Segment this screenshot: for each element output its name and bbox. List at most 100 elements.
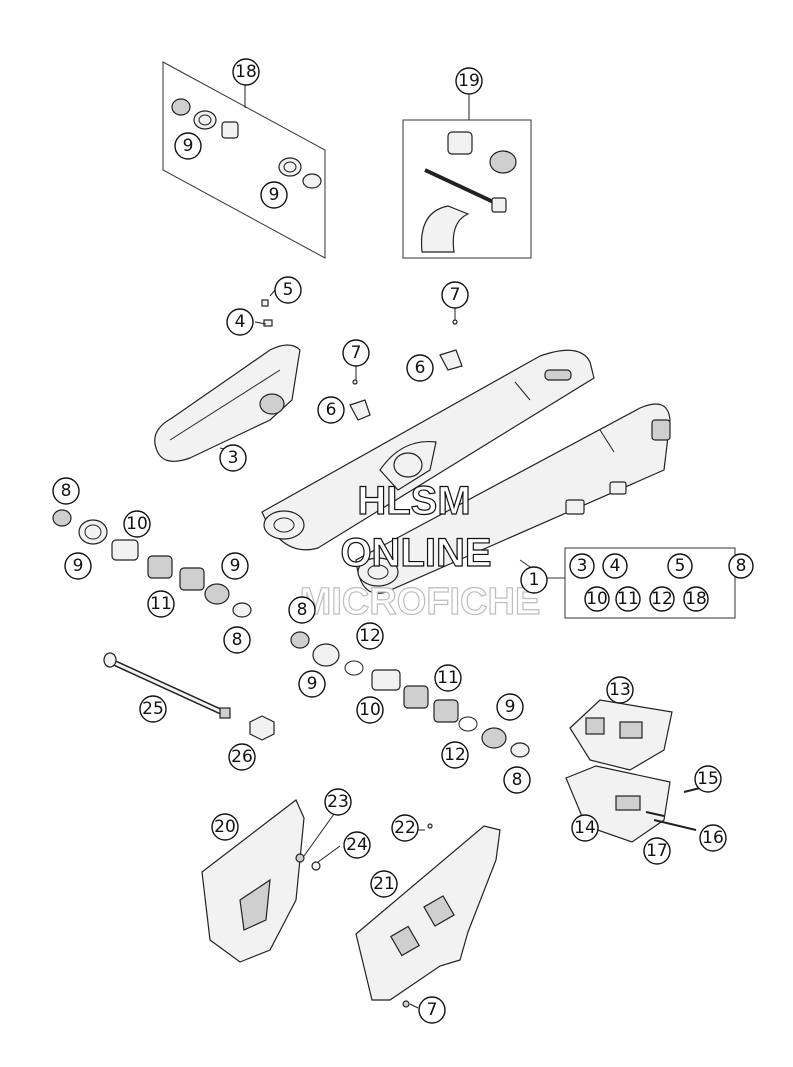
kit-box-item-3: 3 — [569, 553, 595, 579]
callout-15: 15 — [694, 765, 722, 793]
svg-text:11: 11 — [617, 589, 639, 609]
svg-text:MICROFICHE: MICROFICHE — [300, 581, 541, 623]
svg-text:8: 8 — [232, 630, 243, 650]
callout-11: 11 — [147, 590, 175, 618]
svg-text:9: 9 — [73, 556, 84, 576]
svg-text:20: 20 — [214, 817, 236, 837]
kit-box-frame — [519, 547, 736, 619]
callout-8: 8 — [288, 596, 316, 624]
callout-13: 13 — [606, 676, 634, 704]
svg-text:15: 15 — [697, 769, 719, 789]
svg-text:16: 16 — [702, 828, 724, 848]
svg-text:6: 6 — [415, 358, 426, 378]
svg-text:8: 8 — [736, 556, 747, 576]
svg-text:9: 9 — [505, 697, 516, 717]
callout-1: 1 — [520, 566, 548, 594]
svg-text:4: 4 — [610, 556, 621, 576]
callout-5: 5 — [274, 276, 302, 304]
chain-guard-left — [201, 799, 321, 963]
callout-10: 10 — [356, 696, 384, 724]
svg-text:3: 3 — [577, 556, 588, 576]
svg-text:12: 12 — [359, 626, 381, 646]
clamp-part — [349, 319, 463, 421]
callout-21: 21 — [370, 870, 398, 898]
callout-9: 9 — [298, 670, 326, 698]
svg-text:24: 24 — [346, 835, 368, 855]
svg-text:9: 9 — [269, 185, 280, 205]
svg-text:9: 9 — [183, 136, 194, 156]
svg-text:9: 9 — [307, 674, 318, 694]
callout-8: 8 — [52, 477, 80, 505]
svg-text:3: 3 — [228, 448, 239, 468]
svg-text:4: 4 — [235, 312, 246, 332]
callout-22: 22 — [391, 814, 419, 842]
callout-9: 9 — [260, 181, 288, 209]
svg-text:8: 8 — [297, 600, 308, 620]
callout-14: 14 — [571, 814, 599, 842]
svg-text:9: 9 — [230, 556, 241, 576]
callout-9: 9 — [221, 552, 249, 580]
callout-8: 8 — [503, 766, 531, 794]
callout-19: 19 — [455, 67, 483, 95]
callout-17: 17 — [643, 837, 671, 865]
kit-box-item-12: 12 — [649, 586, 675, 612]
callout-24: 24 — [343, 831, 371, 859]
chain-guard-right — [355, 823, 501, 1008]
kit-box-item-4: 4 — [602, 553, 628, 579]
svg-text:7: 7 — [450, 285, 461, 305]
callout-12: 12 — [441, 741, 469, 769]
svg-text:22: 22 — [394, 818, 416, 838]
watermark: HLSM ONLINE MICROFICHE — [299, 478, 541, 623]
svg-text:HLSM: HLSM — [357, 479, 470, 523]
callout-9: 9 — [64, 552, 92, 580]
callout-23: 23 — [324, 788, 352, 816]
svg-text:10: 10 — [359, 700, 381, 720]
callout-4: 4 — [226, 308, 254, 336]
svg-text:8: 8 — [512, 770, 523, 790]
chain-slider — [154, 299, 301, 462]
callout-7: 7 — [342, 339, 370, 367]
svg-text:10: 10 — [586, 589, 608, 609]
callout-6: 6 — [317, 396, 345, 424]
svg-text:14: 14 — [574, 818, 596, 838]
callout-12: 12 — [356, 622, 384, 650]
kit-box-item-18: 18 — [683, 586, 709, 612]
svg-text:18: 18 — [235, 62, 257, 82]
left-bearing-stack — [52, 509, 252, 618]
svg-text:21: 21 — [373, 874, 395, 894]
kit-18-frame — [162, 61, 326, 259]
callout-9: 9 — [496, 693, 524, 721]
svg-text:8: 8 — [61, 481, 72, 501]
svg-text:23: 23 — [327, 792, 349, 812]
callout-18: 18 — [232, 58, 260, 86]
callout-20: 20 — [211, 813, 239, 841]
callout-7: 7 — [441, 281, 469, 309]
svg-text:7: 7 — [427, 1000, 438, 1020]
svg-text:19: 19 — [458, 71, 480, 91]
callout-16: 16 — [699, 824, 727, 852]
svg-text:25: 25 — [142, 699, 164, 719]
callout-9: 9 — [174, 132, 202, 160]
svg-text:18: 18 — [685, 589, 707, 609]
svg-text:11: 11 — [150, 594, 172, 614]
kit-19-frame — [402, 95, 532, 259]
svg-text:1: 1 — [529, 570, 540, 590]
callout-6: 6 — [406, 354, 434, 382]
svg-text:11: 11 — [437, 668, 459, 688]
kit-box-item-10: 10 — [584, 586, 610, 612]
right-bearing-stack — [290, 631, 530, 758]
callout-11: 11 — [434, 664, 462, 692]
callout-3: 3 — [219, 444, 247, 472]
svg-text:17: 17 — [646, 841, 668, 861]
callout-10: 10 — [123, 510, 151, 538]
kit-box-item-11: 11 — [615, 586, 641, 612]
bearing-sleeve-part — [171, 98, 322, 189]
svg-text:5: 5 — [283, 280, 294, 300]
svg-text:26: 26 — [231, 747, 253, 767]
callout-26: 26 — [228, 743, 256, 771]
swing-arm — [261, 349, 671, 594]
swing-arm-axle — [103, 652, 275, 741]
svg-text:7: 7 — [351, 343, 362, 363]
